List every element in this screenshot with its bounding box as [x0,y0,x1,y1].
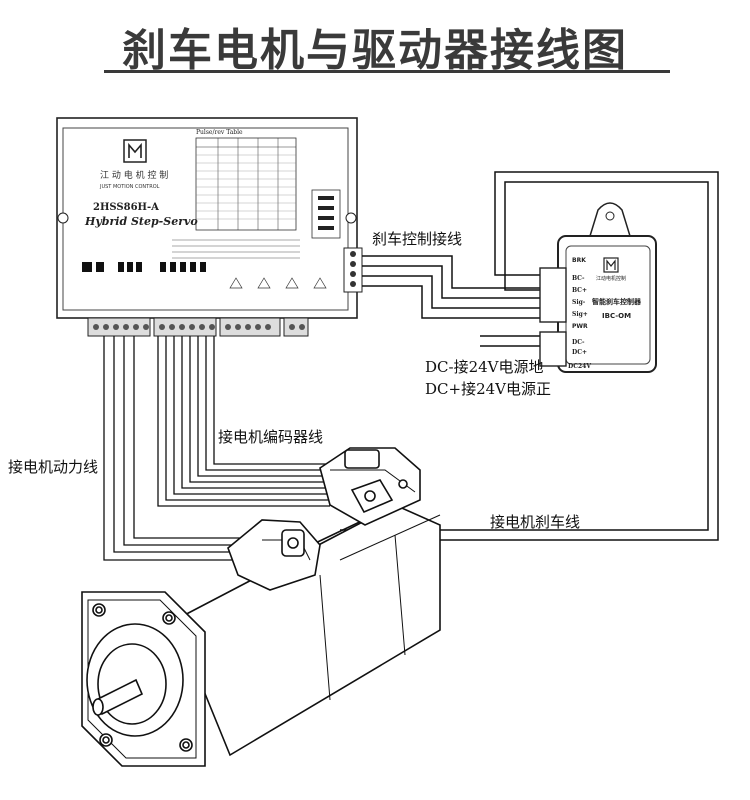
label-encoder: 接电机编码器线 [218,428,324,446]
driver-logo: 江 动 电 机 控 制 JUST MOTION CONTROL [99,139,168,190]
svg-text:江 动 电 机 控 制: 江 动 电 机 控 制 [100,169,168,181]
terminal-dc-plus: DC+ [572,349,587,356]
terminal-dc24v: DC24V [568,363,591,370]
label-power: 接电机动力线 [8,458,99,476]
label-dc-plus: DC+接24V电源正 [425,380,551,398]
driver-side-terminals [343,247,363,293]
pulse-table-title: Pulse/rev Table [196,129,243,136]
terminal-sig-minus: Sig- [572,299,586,306]
driver-model: 2HSS86H-A [93,202,159,213]
terminal-dc-minus: DC- [572,339,585,346]
stepper-driver: 江 动 电 机 控 制 JUST MOTION CONTROL 2HSS86H-… [56,117,363,337]
servo-motor [81,447,441,767]
terminal-sig-plus: Sig+ [572,311,588,318]
encoder-cables [157,336,330,507]
brake-controller: 江动电机控制 智能刹车控制器 IBC-OM BRK PWR BC- BC+ Si… [539,202,657,373]
title-underline [104,70,670,73]
driver-series: Hybrid Step-Servo [84,215,198,228]
pulse-table: Pulse/rev Table [195,129,297,231]
brake-box-name: 智能刹车控制器 [592,297,642,306]
brake-box-model: IBC-OM [602,312,631,320]
label-brake-control: 刹车控制接线 [372,230,463,248]
brake-box-pwr: PWR [572,323,588,330]
label-dc-minus: DC-接24V电源地 [425,358,544,376]
driver-brand-sub: JUST MOTION CONTROL [99,184,160,190]
brake-box-brk: BRK [572,257,586,264]
driver-bottom-terminals [87,317,309,337]
motor-power-cables [103,336,250,561]
page-title: 刹车电机与驱动器接线图 [122,25,628,76]
label-brake: 接电机刹车线 [490,513,581,531]
svg-text:江动电机控制: 江动电机控制 [596,275,626,282]
brake-wire-loop [340,171,719,541]
terminal-bc-plus: BC+ [572,287,587,294]
terminal-bc-minus: BC- [572,275,585,282]
